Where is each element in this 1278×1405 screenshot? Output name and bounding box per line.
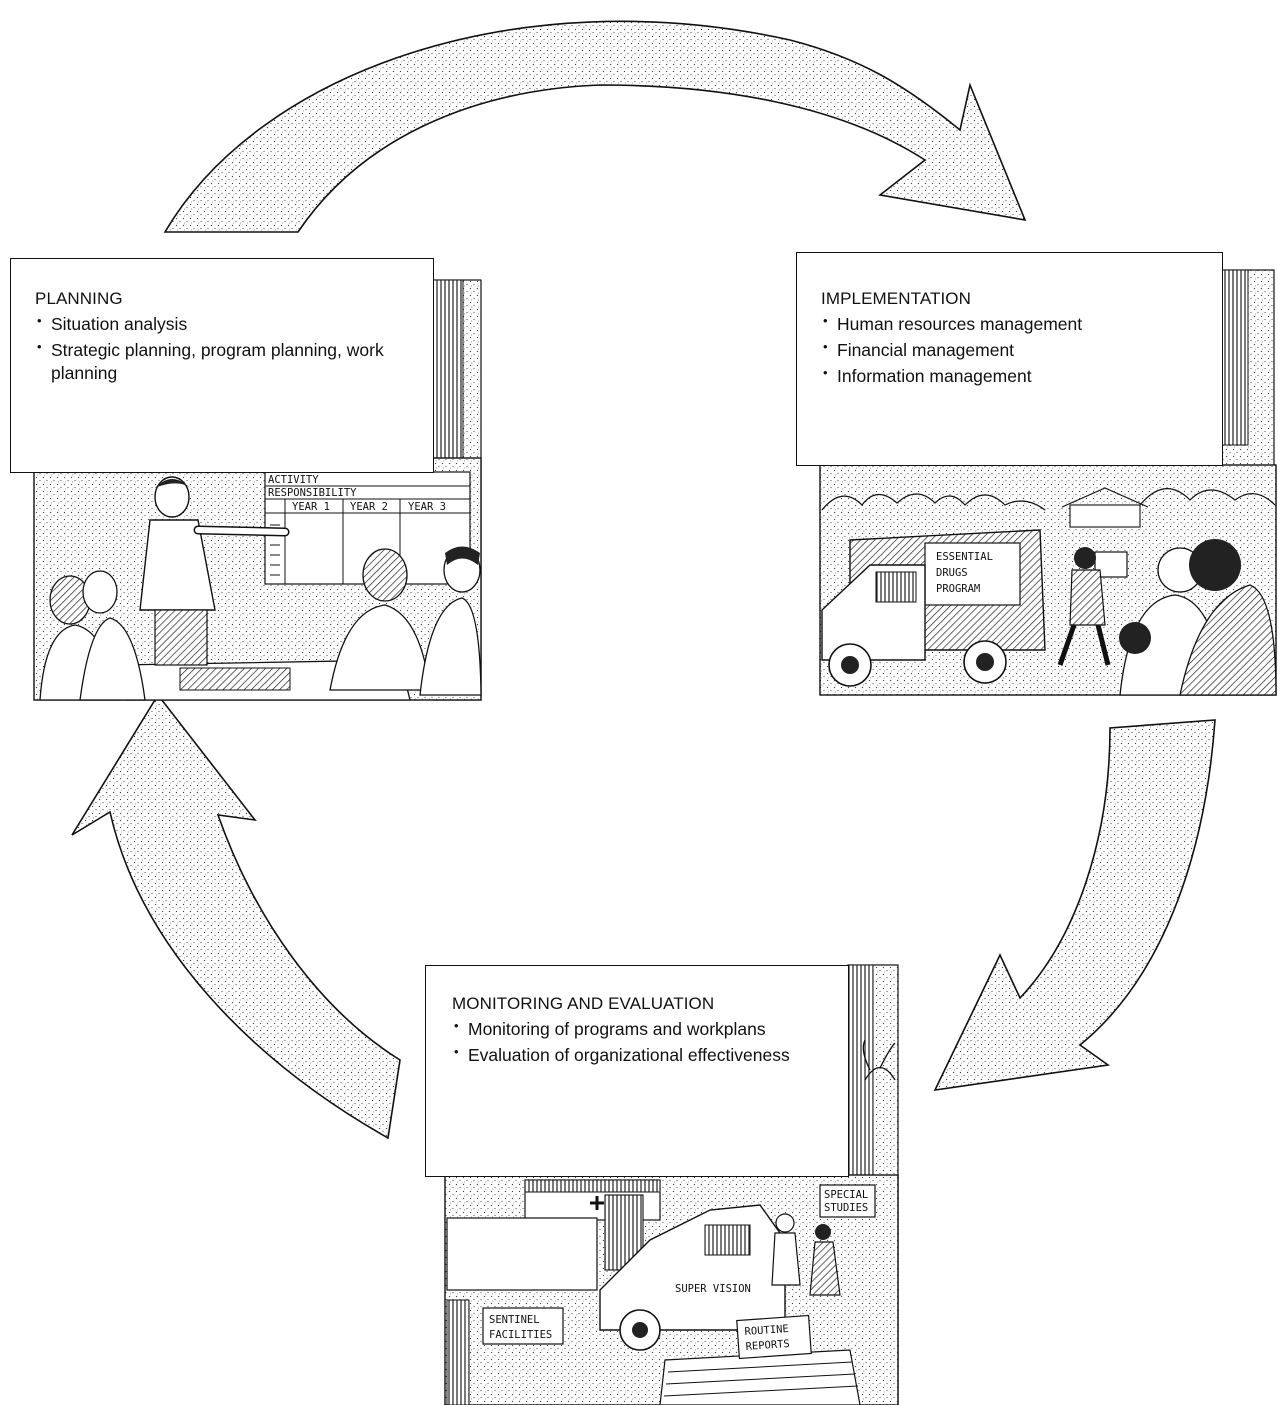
planning-list: Situation analysis Strategic planning, p…	[35, 313, 413, 384]
planning-title: PLANNING	[35, 289, 123, 308]
sentinel-line2: FACILITIES	[489, 1329, 552, 1341]
arrow-implementation-to-monitoring	[933, 719, 1216, 1092]
monitoring-item: Evaluation of organizational effectivene…	[452, 1044, 836, 1067]
planning-item: Strategic planning, program planning, wo…	[35, 339, 413, 385]
chart-year3-label: YEAR 3	[408, 501, 446, 513]
implementation-list: Human resources management Financial man…	[821, 313, 1206, 387]
special-studies-line1: SPECIAL	[824, 1189, 868, 1201]
implementation-item: Financial management	[821, 339, 1206, 362]
mother-child-figures	[1119, 539, 1277, 696]
implementation-item: Information management	[821, 365, 1206, 388]
blank-wall-panel	[446, 1217, 598, 1291]
truck-sign-line2: DRUGS	[936, 567, 968, 579]
arrow-monitoring-to-planning	[71, 693, 401, 1140]
chart-year1-label: YEAR 1	[292, 501, 330, 513]
truck-sign-line3: PROGRAM	[936, 583, 980, 595]
chart-activity-label: ACTIVITY	[268, 474, 319, 486]
routine-line2: REPORTS	[745, 1338, 790, 1353]
planning-box: PLANNING Situation analysis Strategic pl…	[10, 258, 434, 473]
special-studies-line2: STUDIES	[824, 1202, 868, 1214]
presenter-figure	[139, 476, 290, 666]
seated-people-left	[39, 570, 146, 701]
monitoring-illustration: SUPER VISION SPECIAL STUDIES SENTINEL FA…	[444, 964, 899, 1405]
routine-line1: ROUTINE	[744, 1323, 789, 1338]
essential-drugs-truck: ESSENTIAL DRUGS PROGRAM	[821, 529, 1046, 687]
health-facility-building	[524, 1179, 661, 1271]
implementation-illustration: ESSENTIAL DRUGS PROGRAM	[819, 269, 1277, 696]
planning-item: Situation analysis	[35, 313, 413, 336]
sentinel-facilities-sign	[482, 1307, 564, 1345]
monitoring-box: MONITORING AND EVALUATION Monitoring of …	[425, 965, 849, 1177]
implementation-item: Human resources management	[821, 313, 1206, 336]
supervision-truck: SUPER VISION	[599, 1204, 786, 1351]
seated-people-right	[329, 546, 482, 696]
supervision-label: SUPER VISION	[675, 1283, 751, 1295]
special-studies-sign	[819, 1184, 876, 1218]
arrow-planning-to-implementation	[163, 20, 1027, 233]
routine-reports-sign	[736, 1314, 812, 1360]
porter-figure	[1057, 547, 1128, 666]
supervisors-figures	[771, 1213, 841, 1296]
truck-sign-line1: ESSENTIAL	[936, 551, 993, 563]
monitoring-item: Monitoring of programs and workplans	[452, 1018, 836, 1041]
implementation-title: IMPLEMENTATION	[821, 289, 972, 308]
monitoring-list: Monitoring of programs and workplans Eva…	[452, 1018, 836, 1067]
chart-year2-label: YEAR 2	[350, 501, 388, 513]
sentinel-line1: SENTINEL	[489, 1314, 540, 1326]
implementation-box: IMPLEMENTATION Human resources managemen…	[796, 252, 1223, 466]
chart-responsibility-label: RESPONSIBILITY	[268, 487, 357, 499]
monitoring-title: MONITORING AND EVALUATION	[452, 994, 715, 1013]
